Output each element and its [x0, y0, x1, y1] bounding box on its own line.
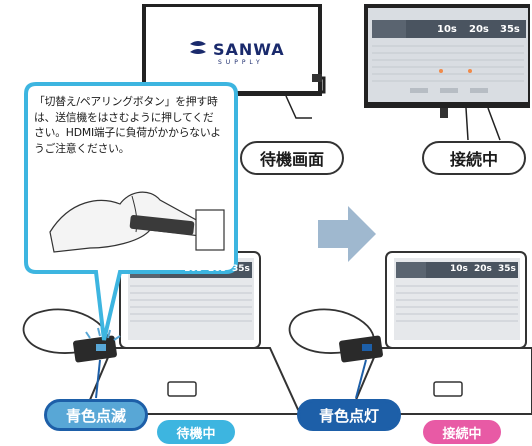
laptop-timer-3: 35s: [498, 264, 516, 274]
tv-dongle: [312, 74, 322, 82]
transmitter-body: [73, 335, 117, 363]
led-glow-lines: [85, 327, 121, 341]
laptop-panel-timers: [426, 262, 518, 278]
standby-screen-label: 待機画面: [240, 141, 344, 175]
laptop-timer-3: 35s: [232, 264, 250, 274]
brand-logo-text: SANWA: [213, 40, 285, 59]
brand-logo-subtext: SUPPLY: [218, 59, 264, 66]
callout-bubble: [24, 82, 238, 341]
trackpad: [433, 381, 463, 397]
standby-tv-screen: [146, 7, 318, 91]
standby-label-pointer: [285, 95, 312, 119]
laptop-timer-2: 20s: [474, 264, 492, 274]
tv-panel-header: [372, 20, 406, 38]
tv-timer-1: 10s: [437, 24, 457, 35]
laptop-base: [348, 347, 532, 415]
standby-transmitter: [73, 327, 121, 363]
led-lit-icon: [362, 344, 372, 351]
hand-drawing: [49, 191, 201, 253]
brand-logo-mark: [190, 41, 206, 54]
laptop-timer-1: 10s: [184, 264, 202, 274]
lit-label-pointer: [355, 359, 367, 399]
laptop-panel-rows: [130, 285, 252, 322]
standby-status-tag: 待機中: [157, 420, 235, 444]
connected-cable: [288, 308, 375, 354]
laptop-timer-2: 20s: [208, 264, 226, 274]
right-arrow-icon: [318, 206, 376, 262]
tv-btn: [470, 88, 488, 93]
connected-transmitter: [339, 335, 383, 363]
connected-label-pointer: [465, 107, 469, 141]
tv-timer-2: 20s: [469, 24, 489, 35]
connected-screen-label: 接続中: [422, 141, 526, 175]
connected-status-tag: 接続中: [423, 420, 501, 444]
connected-tv: [364, 4, 530, 118]
tv-dot: [468, 69, 472, 73]
led-blink-icon: [96, 344, 106, 351]
tv-btn: [440, 88, 458, 93]
laptop-timer-1: 10s: [450, 264, 468, 274]
standby-tv: [142, 4, 326, 96]
led-blinking-label: 青色点滅: [44, 399, 148, 431]
transmitter-in-hand: [129, 214, 195, 236]
tv-panel-timers: [406, 20, 526, 38]
connected-laptop: [348, 251, 532, 415]
laptop-panel-rows: [396, 285, 518, 322]
trackpad: [167, 381, 197, 397]
tv-dot: [439, 69, 443, 73]
tv-panel-rows: [372, 45, 524, 82]
transmitter-body: [339, 335, 383, 363]
connected-label-pointer: [487, 107, 501, 141]
tv-timer-3: 35s: [500, 24, 520, 35]
tv-btn: [410, 88, 428, 93]
tv-stand: [440, 108, 448, 118]
led-lit-label: 青色点灯: [297, 399, 401, 431]
tv-edge-drawing: [195, 209, 225, 251]
blink-label-pointer: [95, 359, 101, 399]
laptop-panel-header: [396, 262, 426, 278]
callout-instruction-text: 「切替え/ペアリングボタン」を押す時は、送信機をはさむように押してください。HD…: [34, 95, 221, 155]
